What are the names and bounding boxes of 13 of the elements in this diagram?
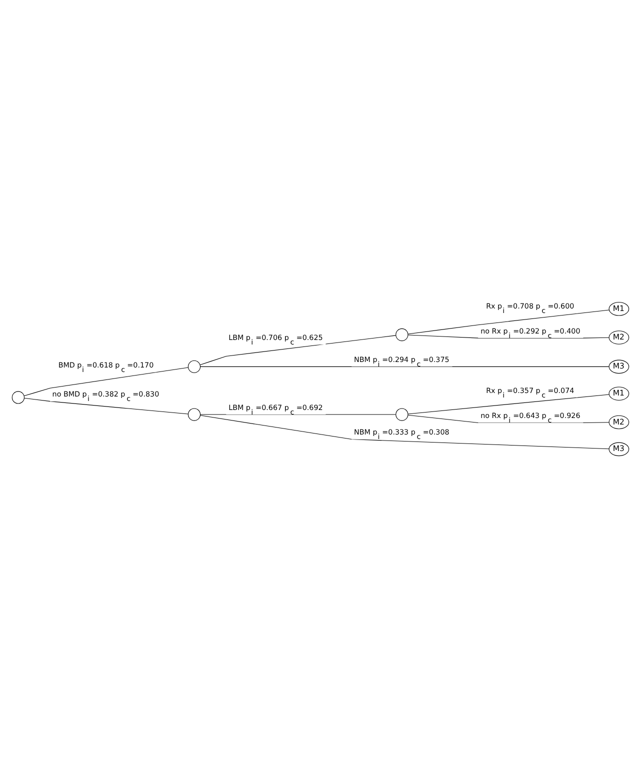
node-circle	[188, 408, 201, 421]
connector	[200, 366, 610, 367]
connector	[200, 414, 396, 415]
node-circle	[188, 360, 201, 373]
node-circle	[396, 408, 408, 421]
node-circle	[12, 391, 25, 404]
connector	[24, 398, 188, 414]
connector	[408, 334, 610, 338]
connector	[408, 310, 610, 334]
connector	[408, 394, 610, 414]
connector	[200, 335, 396, 366]
node-circle	[396, 328, 408, 342]
connector	[24, 367, 189, 396]
